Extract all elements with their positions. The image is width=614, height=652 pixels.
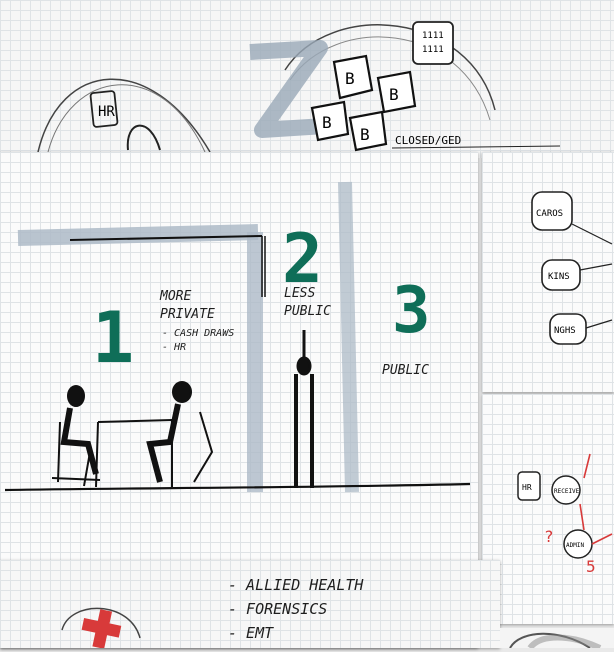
list-sketch-drawing: - ALLIED HEALTH - FORENSICS - EMT [0,560,500,648]
box-b-2: B [378,72,415,112]
svg-text:B: B [345,69,355,88]
zone-2-label-2: PUBLIC [284,304,331,319]
standing-figure [296,330,312,488]
node-receive: RECEIVE [552,476,580,504]
top-sign-line-1: 1111 [422,31,444,41]
medical-cross-icon [62,608,140,648]
svg-text:KINS: KINS [548,272,570,282]
bubble-sketch-sheet: CAROS KINS NGHS [482,152,614,392]
zone-1-label-2: PRIVATE [160,307,215,322]
svg-text:HR: HR [522,483,532,492]
bubble-diagram: CAROS KINS NGHS [482,152,614,392]
red-bubble-diagram: HR RECEIVE ADMIN ? 5 [482,394,614,624]
top-sketch-sheet: HR 1111 1111 B B B B CLOSED/GED [0,0,614,158]
zone-1-note-2: - HR [162,342,186,353]
svg-text:B: B [322,113,332,132]
top-sketch-drawing: HR 1111 1111 B B B B CLOSED/GED [0,0,614,158]
svg-text:CAROS: CAROS [536,209,563,219]
zone-1-label-1: MORE [159,289,191,304]
red-number-mark: 5 [586,557,596,576]
node-nghs: NGHS [550,314,586,344]
node-admin: ADMIN [564,530,592,558]
list-item-3: - EMT [228,624,274,642]
sign-label: HR [98,104,115,120]
zone-3-number: 3 [392,274,431,348]
top-caption: CLOSED/GED [395,134,461,147]
svg-text:B: B [360,125,370,144]
list-item-1: - ALLIED HEALTH [228,576,364,594]
question-mark: ? [544,527,554,546]
box-b-1: B [334,56,372,98]
box-b-4: B [350,112,386,150]
desk-meeting-figures [52,382,212,487]
svg-text:NGHS: NGHS [554,326,576,336]
list-sketch-sheet: - ALLIED HEALTH - FORENSICS - EMT [0,560,500,648]
zone-3-label-1: PUBLIC [382,363,429,378]
top-sign-line-2: 1111 [422,45,444,55]
node-kins: KINS [542,260,580,290]
svg-text:B: B [389,85,399,104]
svg-text:RECEIVE: RECEIVE [554,488,580,495]
corner-sketch-fragment [500,628,614,648]
zone-2-label-1: LESS [284,286,315,301]
zone-1-note-1: - CASH DRAWS [162,328,234,339]
zone-1-number: 1 [92,297,134,379]
red-sketch-sheet: HR RECEIVE ADMIN ? 5 [482,394,614,624]
list-item-2: - FORENSICS [228,600,327,618]
svg-text:ADMIN: ADMIN [566,542,584,549]
node-hr: HR [518,472,540,500]
box-b-3: B [312,102,348,140]
node-caros: CAROS [532,192,572,230]
